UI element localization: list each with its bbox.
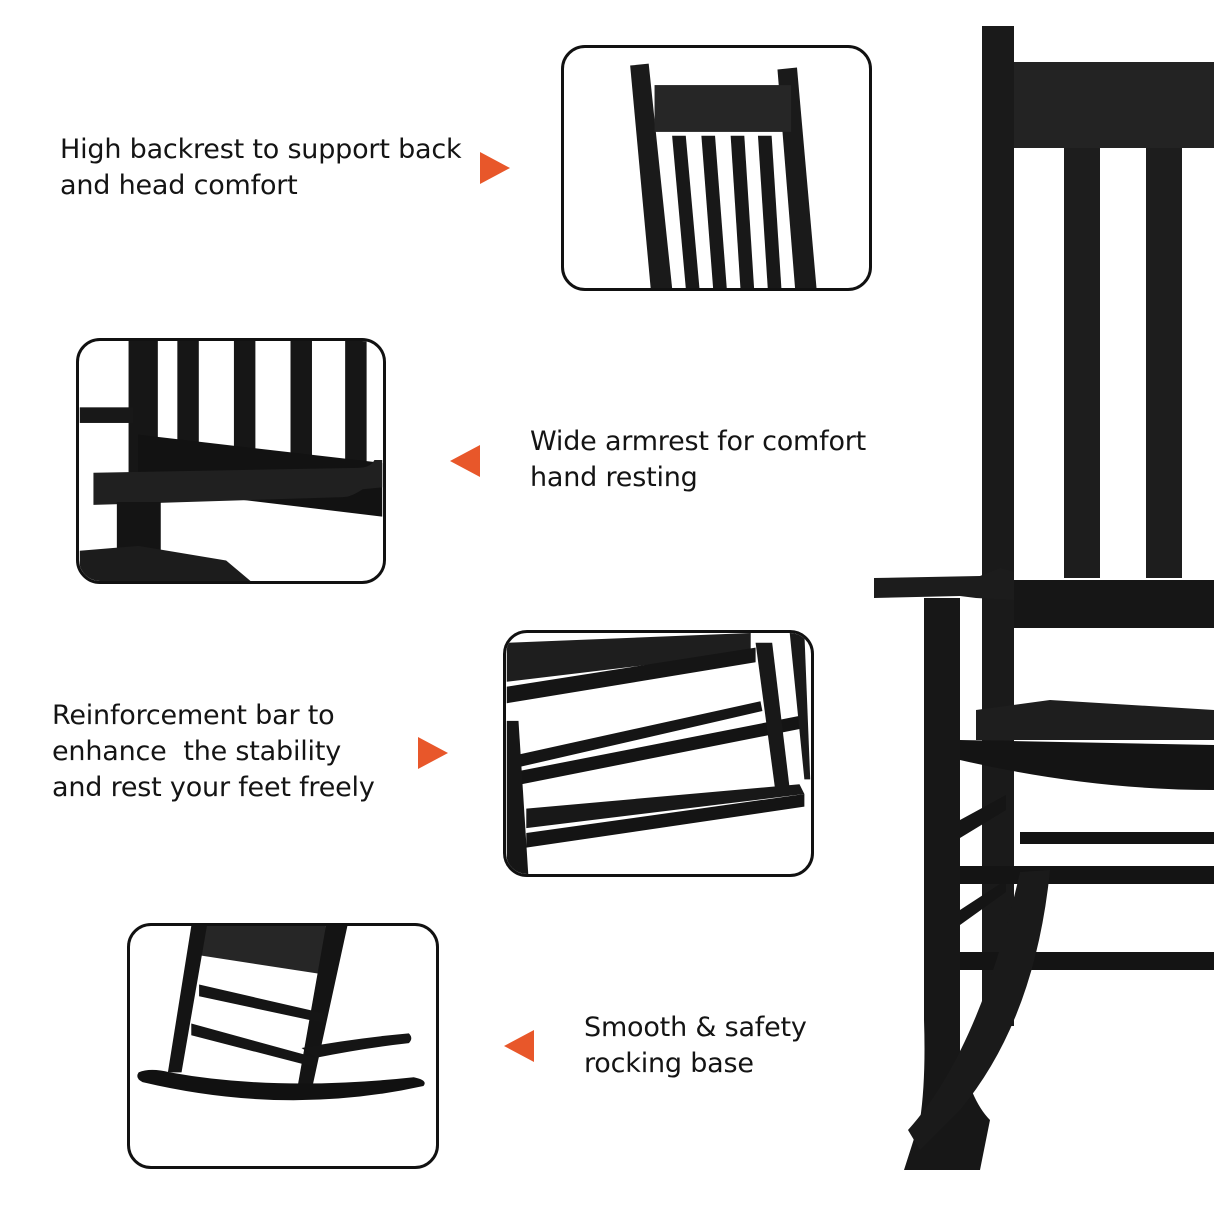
inset-reinforcement-bar-detail bbox=[503, 630, 814, 877]
feature-caption-armrest: Wide armrest for comfort hand resting bbox=[530, 426, 867, 493]
arrow-right-icon bbox=[480, 152, 510, 184]
inset-armrest-detail bbox=[76, 338, 386, 584]
hero-rocking-chair-image bbox=[860, 20, 1214, 1200]
armrest-image bbox=[79, 341, 383, 581]
arrow-left-icon bbox=[450, 445, 480, 477]
rocking-base-image bbox=[137, 926, 425, 1101]
feature-caption-reinforcement-bar: Reinforcement bar to enhance the stabili… bbox=[52, 700, 375, 803]
arrow-left-icon bbox=[504, 1030, 534, 1062]
arrow-right-icon bbox=[418, 737, 448, 769]
inset-backrest-detail bbox=[561, 45, 872, 291]
backrest-image bbox=[630, 63, 817, 288]
feature-caption-rocking-base: Smooth & safety rocking base bbox=[584, 1012, 807, 1079]
reinforcement-bar-image bbox=[506, 633, 811, 874]
inset-rocking-base-detail bbox=[127, 923, 439, 1169]
feature-caption-backrest: High backrest to support back and head c… bbox=[60, 134, 462, 201]
